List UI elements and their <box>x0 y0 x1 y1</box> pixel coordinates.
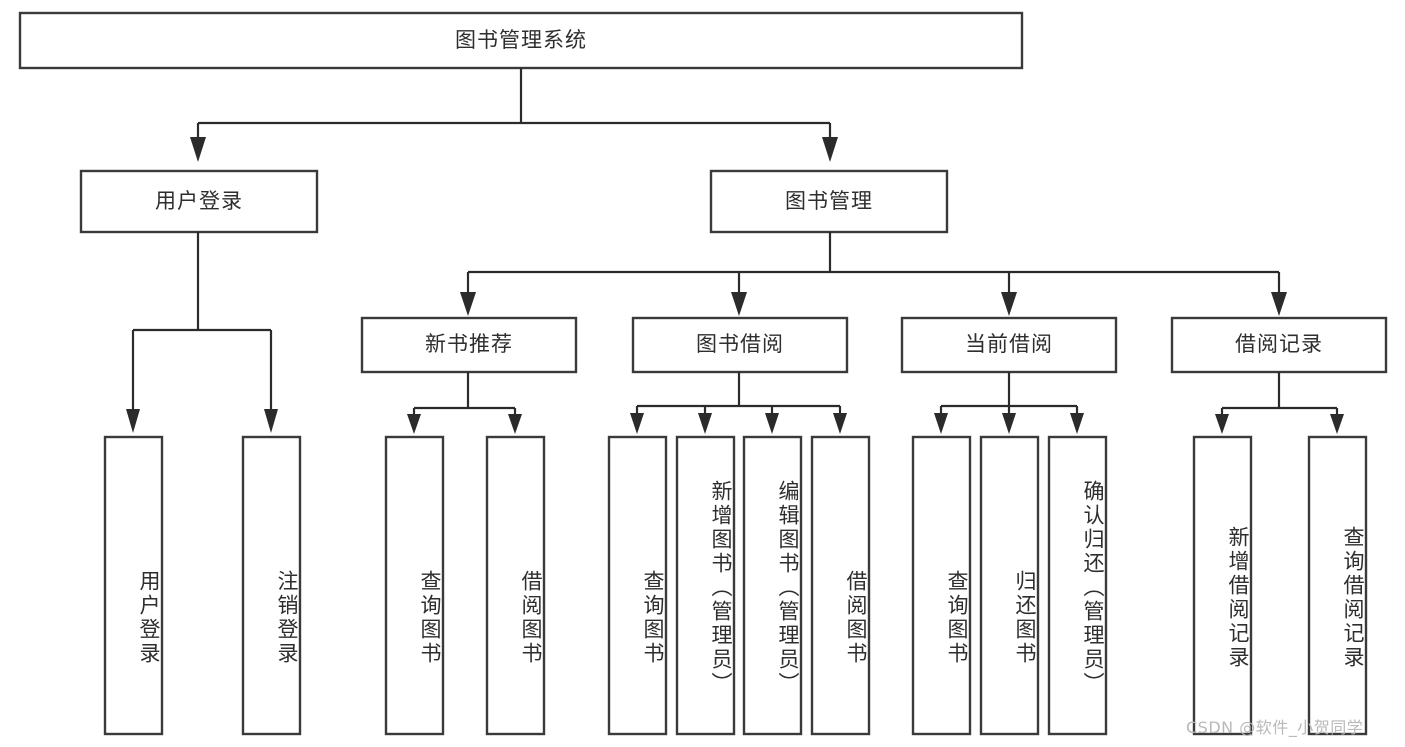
node-box-leaf-query-record[interactable] <box>1307 435 1368 736</box>
node-box-leaf-confirm-return[interactable] <box>1047 435 1108 736</box>
node-box-book-management[interactable] <box>709 169 949 234</box>
connector-book-management-to-level3 <box>460 232 1287 316</box>
connector-root-to-level2 <box>190 68 838 162</box>
node-box-current-borrow[interactable] <box>900 316 1118 374</box>
connector-user-login-to-leaves <box>126 232 278 433</box>
node-box-leaf-user-login[interactable] <box>103 435 164 736</box>
connector-borrow-record-to-leaves <box>1215 372 1344 434</box>
node-box-book-borrow[interactable] <box>631 316 849 374</box>
node-box-leaf-add-record[interactable] <box>1192 435 1253 736</box>
node-box-new-book-recommend[interactable] <box>360 316 578 374</box>
connector-new-book-recommend-to-leaves <box>407 372 522 434</box>
node-box-leaf-borrow-book-2[interactable] <box>810 435 871 736</box>
node-box-user-login[interactable] <box>79 169 319 234</box>
node-box-borrow-record[interactable] <box>1170 316 1388 374</box>
node-box-leaf-query-book-1[interactable] <box>384 435 445 736</box>
node-box-leaf-query-book-2[interactable] <box>607 435 668 736</box>
connector-current-borrow-to-leaves <box>934 372 1084 434</box>
node-box-leaf-borrow-book-1[interactable] <box>485 435 546 736</box>
node-box-leaf-add-book[interactable] <box>675 435 736 736</box>
node-box-leaf-logout-login[interactable] <box>241 435 302 736</box>
node-box-root[interactable] <box>18 11 1024 70</box>
node-box-leaf-edit-book[interactable] <box>742 435 803 736</box>
node-box-leaf-query-book-3[interactable] <box>911 435 972 736</box>
connector-book-borrow-to-leaves <box>630 372 847 434</box>
node-box-leaf-return-book[interactable] <box>979 435 1040 736</box>
